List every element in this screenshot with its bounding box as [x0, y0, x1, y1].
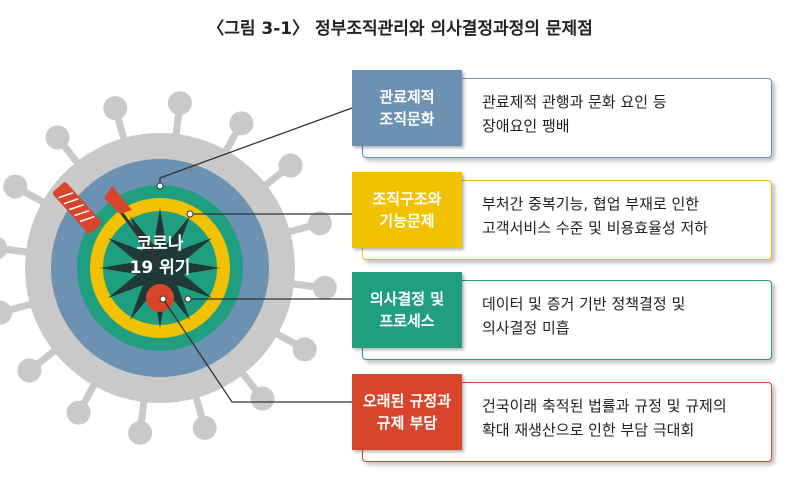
label-line: 의사결정 및: [369, 290, 445, 308]
label-line: 규제 부담: [376, 414, 438, 432]
virus-spike-head: [229, 111, 254, 136]
page-title: 〈그림 3-1〉 정부조직관리와 의사결정과정의 문제점: [207, 19, 593, 39]
label-line: 기능문제: [379, 212, 435, 230]
virus-spike-head: [3, 174, 28, 199]
problem-label: 관료제적 조직문화: [352, 70, 462, 146]
virus-spike-head: [66, 400, 91, 425]
virus-spike-head: [192, 415, 217, 440]
virus-spike-head: [17, 358, 42, 383]
label-line: 오래된 규정과: [362, 392, 452, 410]
problem-desc: 관료제적 관행과 문화 요인 등 장애요인 팽배: [482, 90, 767, 138]
connector-lines: [159, 107, 353, 403]
problem-label: 오래된 규정과 규제 부담: [352, 374, 462, 450]
problem-desc: 데이터 및 증거 기반 정책결정 및 의사결정 미흡: [482, 292, 767, 340]
virus-spike-head: [128, 420, 153, 445]
desc-line: 고객서비스 수준 및 비용효율성 저하: [482, 219, 709, 237]
connector-dot: [184, 295, 192, 303]
virus-spike-head: [312, 275, 337, 300]
connector-dot: [159, 295, 167, 303]
problem-row-regulation: 오래된 규정과 규제 부담 건국이래 축적된 법률과 규정 및 규제의 확대 재…: [352, 374, 776, 464]
problem-row-structure: 조직구조와 기능문제 부처간 중복기능, 협업 부재로 인한 고객서비스 수준 …: [352, 172, 776, 262]
desc-line: 데이터 및 증거 기반 정책결정 및: [482, 295, 686, 313]
connector-dot: [156, 182, 164, 190]
desc-line: 관료제적 관행과 문화 요인 등: [482, 93, 667, 111]
virus-spike-head: [0, 300, 13, 325]
desc-line: 장애요인 팽배: [482, 117, 570, 135]
problem-desc: 부처간 중복기능, 협업 부재로 인한 고객서비스 수준 및 비용효율성 저하: [482, 192, 767, 240]
virus-spike-head: [278, 153, 303, 178]
desc-line: 확대 재생산으로 인한 부담 극대회: [482, 421, 695, 439]
connector-dot: [186, 210, 194, 218]
label-line: 조직구조와: [372, 190, 442, 208]
virus-spike-head: [307, 211, 332, 236]
label-line: 프로세스: [379, 312, 435, 330]
problem-row-decision: 의사결정 및 프로세스 데이터 및 증거 기반 정책결정 및 의사결정 미흡: [352, 272, 776, 362]
virus-spike-head: [0, 237, 8, 260]
virus-spike-head: [250, 386, 275, 411]
virus-spike-head: [292, 337, 317, 362]
problem-label: 의사결정 및 프로세스: [352, 272, 462, 348]
desc-line: 부처간 중복기능, 협업 부재로 인한: [482, 195, 700, 213]
dart-icon: [52, 182, 160, 263]
center-label-line1: 코로나: [136, 234, 184, 254]
problem-label: 조직구조와 기능문제: [352, 172, 462, 248]
desc-line: 건국이래 축적된 법률과 규정 및 규제의: [482, 397, 727, 415]
center-label: 코로나 19 위기: [100, 232, 220, 280]
desc-line: 의사결정 미흡: [482, 319, 570, 337]
burst-shape: [100, 208, 220, 328]
label-line: 조직문화: [379, 110, 435, 128]
center-label-line2: 19 위기: [129, 258, 191, 278]
problem-desc: 건국이래 축적된 법률과 규정 및 규제의 확대 재생산으로 인한 부담 극대회: [482, 394, 767, 442]
label-line: 관료제적: [379, 88, 435, 106]
virus-spike-head: [103, 96, 128, 121]
problem-row-culture: 관료제적 조직문화 관료제적 관행과 문화 요인 등 장애요인 팽배: [352, 70, 776, 160]
virus-spike-head: [45, 125, 70, 150]
virus-spike-head: [167, 91, 192, 116]
